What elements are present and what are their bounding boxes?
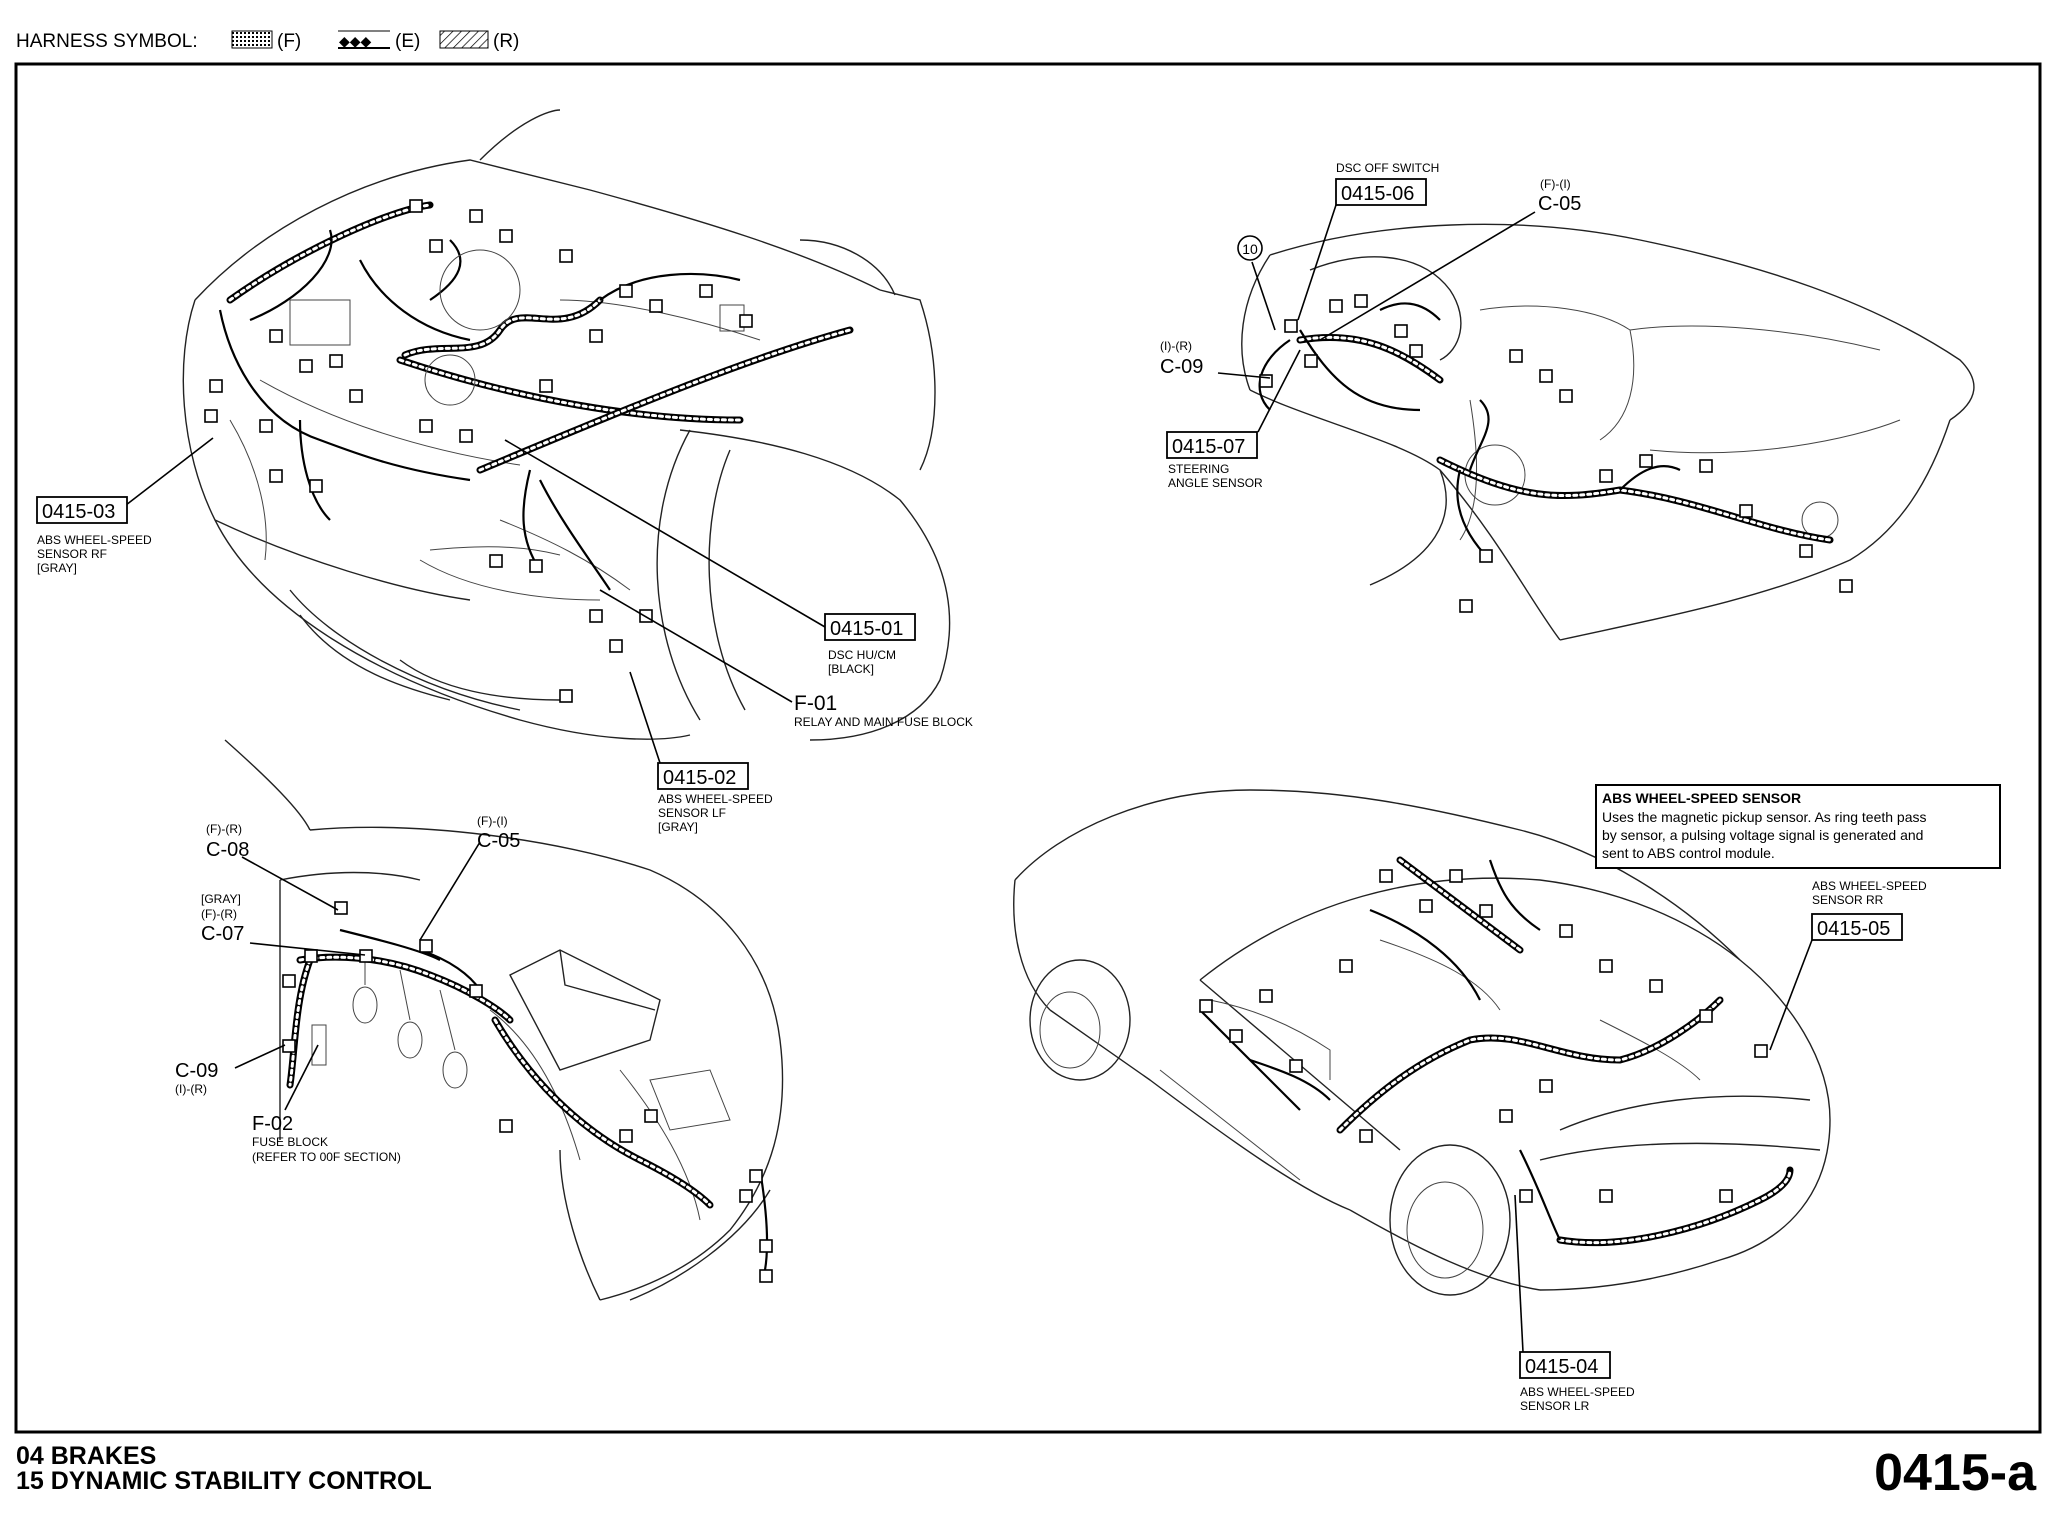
callout-c-08: (F)-(R) C-08 (206, 822, 249, 861)
engine-bay-illustration (182, 109, 951, 741)
leader-0415-02 (629, 671, 661, 764)
callout-f-01: F-01 RELAY AND MAIN FUSE BLOCK (794, 692, 973, 729)
callout-0415-06: DSC OFF SWITCH 0415-06 (1335, 161, 1439, 206)
callout-line: SENSOR LF (658, 806, 726, 820)
callout-id: C-05 (477, 830, 520, 852)
callout-0415-03: 0415-03 ABS WHEEL-SPEED SENSOR RF [GRAY] (36, 496, 152, 575)
callout-id: 10 (1242, 241, 1258, 257)
info-line: Uses the magnetic pickup sensor. As ring… (1602, 809, 1927, 825)
callout-10: 10 (1237, 235, 1263, 261)
callout-id: C-07 (201, 923, 244, 945)
legend-r: (R) (493, 31, 519, 52)
callout-code: (F)-(I) (1540, 177, 1571, 191)
callout-0415-04: 0415-04 ABS WHEEL-SPEED SENSOR LR (1519, 1351, 1635, 1413)
section-dsc: 15 DYNAMIC STABILITY CONTROL (16, 1467, 432, 1495)
callout-code: (F)-(R) (201, 907, 237, 921)
callout-line: [GRAY] (37, 561, 77, 575)
callout-line: SENSOR RF (37, 547, 107, 561)
callout-id: C-09 (1160, 356, 1203, 378)
callout-id: 0415-02 (663, 767, 736, 789)
leader-f-01 (599, 589, 793, 703)
leader-c-09-bottom (234, 1044, 286, 1069)
callout-id: F-01 (794, 692, 837, 715)
callout-id: C-08 (206, 839, 249, 861)
callout-code: [GRAY] (201, 892, 241, 906)
engine-harness-symbol: ◆◆◆ (338, 30, 390, 49)
leader-c-08 (241, 856, 339, 911)
callout-line: DSC HU/CM (828, 648, 896, 662)
info-line: by sensor, a pulsing voltage signal is g… (1602, 827, 1923, 843)
leader-c-05-top (1319, 211, 1536, 341)
leader-0415-03 (125, 437, 214, 506)
legend-e: (E) (395, 31, 420, 52)
callout-line: [BLACK] (828, 662, 874, 676)
legend-f: (F) (277, 31, 301, 52)
abs-sensor-info-box: ABS WHEEL-SPEED SENSOR Uses the magnetic… (1595, 784, 2001, 869)
callout-line: RELAY AND MAIN FUSE BLOCK (794, 715, 973, 729)
callout-id: C-05 (1538, 193, 1581, 215)
callout-c-07: [GRAY] (F)-(R) C-07 (201, 892, 244, 945)
callout-line: ABS WHEEL-SPEED (1812, 879, 1927, 893)
leader-0415-01 (504, 439, 826, 628)
callout-id: 0415-01 (830, 618, 903, 640)
dashboard-illustration (1241, 223, 1975, 641)
callout-line: SENSOR LR (1520, 1399, 1590, 1413)
callout-title: DSC OFF SWITCH (1336, 161, 1439, 175)
callout-code: (I)-(R) (1160, 339, 1192, 353)
callout-line: ANGLE SENSOR (1168, 476, 1263, 490)
harness-legend: HARNESS SYMBOL: (F) ◆◆◆ (E) (R) (16, 30, 519, 52)
callout-line: ABS WHEEL-SPEED (37, 533, 152, 547)
legend-label: HARNESS SYMBOL: (16, 31, 198, 52)
leader-c-09-top (1217, 372, 1271, 379)
callout-line: STEERING (1168, 462, 1229, 476)
callout-0415-02: 0415-02 ABS WHEEL-SPEED SENSOR LF [GRAY] (657, 762, 773, 834)
leader-0415-06 (1297, 204, 1337, 321)
callout-code: (I)-(R) (175, 1082, 207, 1096)
callout-line: ABS WHEEL-SPEED (658, 792, 773, 806)
page-number: 0415-a (1874, 1444, 2037, 1502)
callout-code: (F)-(I) (477, 814, 508, 828)
leader-0415-04 (1514, 1194, 1524, 1353)
callout-line: [GRAY] (658, 820, 698, 834)
leader-0415-07 (1257, 349, 1301, 433)
callout-line: SENSOR RR (1812, 893, 1884, 907)
callout-id: 0415-04 (1525, 1356, 1598, 1378)
callout-id: 0415-06 (1341, 183, 1414, 205)
callout-line: (REFER TO 00F SECTION) (252, 1150, 401, 1164)
callout-c-09-bottom: C-09 (I)-(R) (175, 1060, 218, 1096)
callout-c-05-top: (F)-(I) C-05 (1538, 177, 1581, 215)
rear-harness-symbol (439, 30, 489, 49)
callout-c-05-bottom: (F)-(I) C-05 (477, 814, 520, 852)
cabin-illustration (224, 739, 784, 1301)
info-line: sent to ABS control module. (1602, 845, 1775, 861)
callout-f-02: F-02 FUSE BLOCK (REFER TO 00F SECTION) (252, 1113, 401, 1164)
callout-c-09-top: (I)-(R) C-09 (1160, 339, 1203, 378)
diagram-frame (14, 62, 2042, 1434)
callout-id: 0415-05 (1817, 918, 1890, 940)
leader-f-02 (284, 1044, 319, 1111)
svg-text:◆◆◆: ◆◆◆ (339, 33, 372, 49)
callout-id: 0415-03 (42, 501, 115, 523)
callout-id: C-09 (175, 1060, 218, 1082)
leader-connector-10 (1251, 261, 1276, 331)
callout-id: F-02 (252, 1113, 293, 1135)
rear-vehicle-illustration (1013, 789, 1831, 1296)
callout-line: ABS WHEEL-SPEED (1520, 1385, 1635, 1399)
callout-line: FUSE BLOCK (252, 1135, 328, 1149)
leader-0415-05 (1769, 939, 1813, 1051)
leader-c-05-bottom (419, 841, 481, 941)
leader-c-07 (249, 942, 366, 956)
info-title: ABS WHEEL-SPEED SENSOR (1602, 790, 1801, 806)
callout-code: (F)-(R) (206, 822, 242, 836)
callout-0415-05: ABS WHEEL-SPEED SENSOR RR 0415-05 (1811, 879, 1927, 941)
callout-id: 0415-07 (1172, 436, 1245, 458)
front-harness-symbol (231, 30, 273, 49)
callout-0415-01: 0415-01 DSC HU/CM [BLACK] (824, 613, 916, 676)
section-brakes: 04 BRAKES (16, 1442, 156, 1470)
callout-0415-07: 0415-07 STEERING ANGLE SENSOR (1166, 431, 1263, 490)
